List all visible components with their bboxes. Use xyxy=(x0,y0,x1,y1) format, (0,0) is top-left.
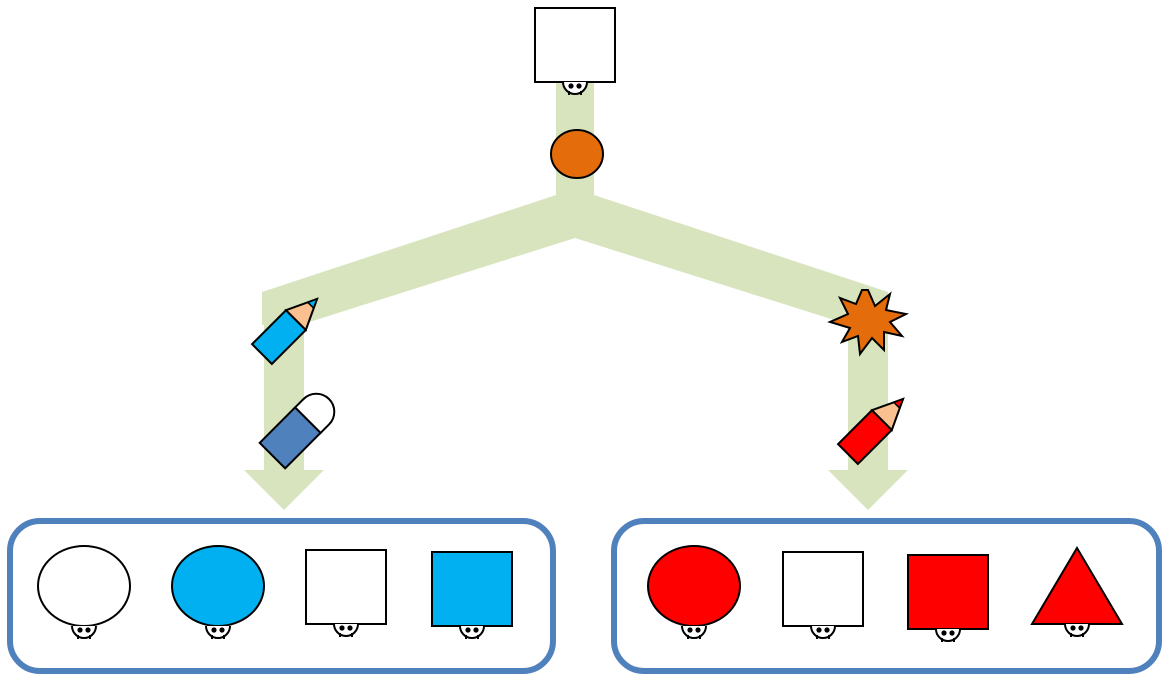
right-result-box xyxy=(611,518,1162,674)
white-square-result xyxy=(305,549,387,638)
blue-square-result xyxy=(431,551,513,640)
explosion-icon xyxy=(827,289,910,357)
blue-circle-result xyxy=(171,545,265,640)
left-result-box xyxy=(7,518,556,674)
red-circle-result xyxy=(647,545,741,640)
blue-pencil-icon xyxy=(250,297,319,366)
right-branch-path xyxy=(556,195,888,325)
orange-ball-icon xyxy=(550,129,604,179)
left-arrow-head xyxy=(244,470,324,510)
right-arrow-head xyxy=(828,470,908,510)
white-square-result xyxy=(782,551,864,640)
eraser-icon xyxy=(258,392,336,470)
red-pencil-icon xyxy=(836,397,905,466)
source-square xyxy=(534,7,616,96)
red-triangle-result xyxy=(1030,546,1124,638)
red-square-result xyxy=(907,554,989,643)
left-branch-path xyxy=(262,195,594,325)
white-circle-result xyxy=(37,545,131,640)
